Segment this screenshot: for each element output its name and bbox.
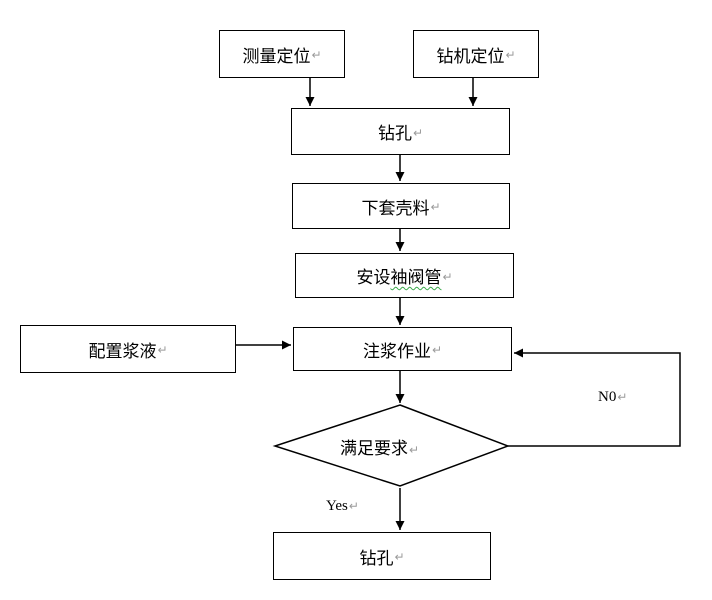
grouting-label: 注浆作业 — [362, 341, 431, 362]
drilling-box-top: 钻孔↵ — [291, 108, 510, 155]
paragraph-mark-icon: ↵ — [412, 125, 424, 140]
decision-label: 满足要求 — [340, 439, 408, 459]
paragraph-mark-icon: ↵ — [431, 343, 443, 357]
loop-back-arrow — [508, 348, 681, 447]
paragraph-mark-icon: ↵ — [505, 48, 516, 62]
slurry-prep-label: 配置浆液 — [88, 341, 157, 362]
measure-positioning-box: 测量定位↵ — [219, 30, 345, 78]
paragraph-mark-icon: ↵ — [442, 269, 453, 284]
paragraph-mark-icon: ↵ — [394, 550, 405, 564]
sleeve-pipe-label-underlined: 袖阀管 — [390, 268, 442, 288]
rig-positioning-box: 钻机定位↵ — [413, 30, 539, 78]
yes-branch-label-wrap: Yes↵ — [326, 498, 359, 515]
grouting-box: 注浆作业↵ — [293, 327, 512, 371]
decision-diamond — [272, 404, 511, 487]
casing-box: 下套壳料↵ — [292, 183, 510, 229]
paragraph-mark-icon: ↵ — [311, 48, 322, 62]
measure-positioning-label: 测量定位 — [242, 46, 311, 67]
sleeve-pipe-label-prefix: 安设 — [356, 268, 391, 288]
rig-positioning-label: 钻机定位 — [436, 46, 505, 67]
slurry-prep-box: 配置浆液↵ — [20, 325, 236, 373]
paragraph-mark-icon: ↵ — [157, 343, 168, 357]
drilling-box-bottom: 钻孔↵ — [273, 532, 491, 580]
drilling-label-bottom: 钻孔 — [359, 548, 394, 569]
no-branch-label-wrap: N0↵ — [598, 389, 627, 406]
drilling-label-top: 钻孔 — [377, 124, 412, 144]
yes-branch-label: Yes — [326, 498, 348, 514]
paragraph-mark-icon: ↵ — [430, 200, 441, 214]
paragraph-mark-icon: ↵ — [409, 443, 420, 457]
casing-label: 下套壳料 — [361, 198, 430, 219]
paragraph-mark-icon: ↵ — [617, 390, 628, 404]
paragraph-mark-icon: ↵ — [348, 499, 359, 513]
decision-label-wrap: 满足要求↵ — [340, 434, 419, 459]
no-branch-label: N0 — [598, 389, 617, 405]
sleeve-pipe-box: 安设袖阀管↵ — [295, 253, 514, 298]
